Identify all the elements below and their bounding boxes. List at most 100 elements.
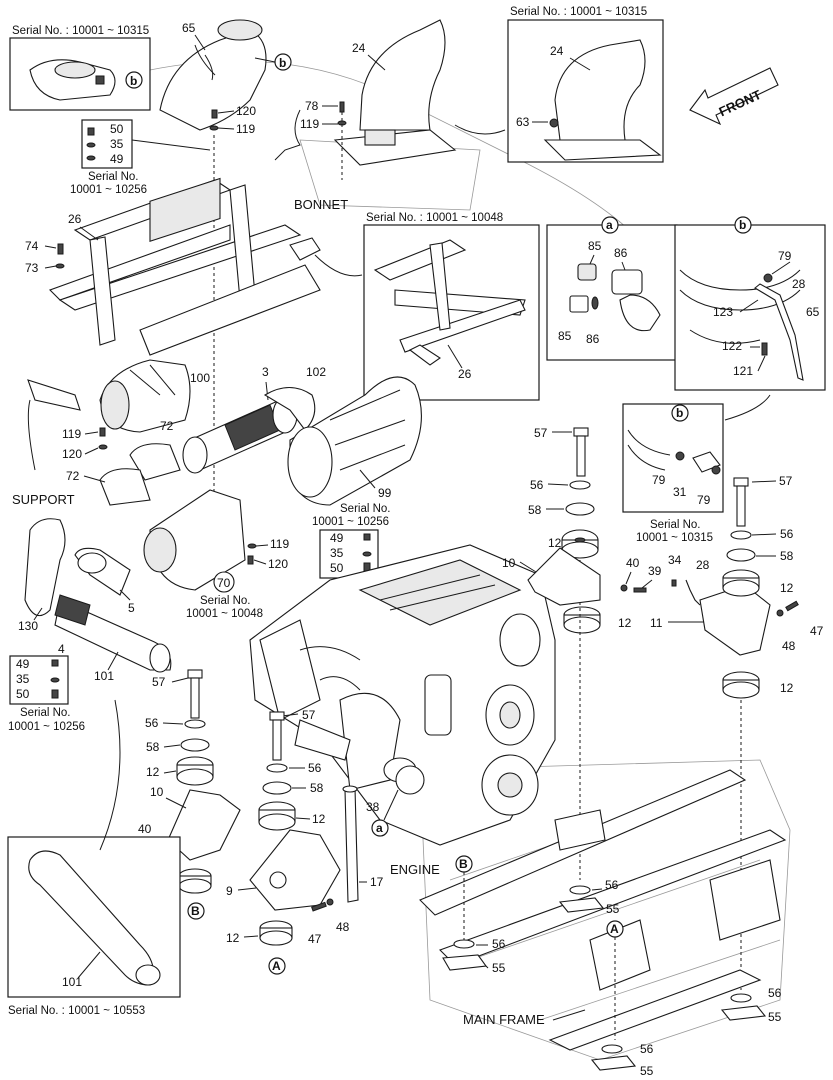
support-frame-part-26: 26 74 73 xyxy=(25,177,321,356)
part-48-label-r: 48 xyxy=(782,639,796,653)
part-56-label-f2: 56 xyxy=(605,878,619,892)
part-47-label-l: 47 xyxy=(308,932,322,946)
part-79-label-engine-2: 79 xyxy=(697,493,711,507)
part-78-label: 78 xyxy=(305,99,319,113)
detail-box-bottom-left: 101 Serial No. : 10001 ~ 10553 xyxy=(7,836,181,1017)
washer-40 xyxy=(620,584,628,592)
part-101-label-box: 101 xyxy=(62,975,82,989)
part-100-label: 100 xyxy=(190,371,210,385)
part-101-label-mid: 101 xyxy=(94,669,114,683)
part-63-label: 63 xyxy=(516,115,530,129)
part-58-label-fr: 58 xyxy=(780,549,794,563)
part-119-label-top: 119 xyxy=(300,117,319,131)
part-12-label-lo: 12 xyxy=(146,765,160,779)
part-57-label-li: 57 xyxy=(302,708,316,722)
front-arrow: FRONT xyxy=(689,67,779,126)
part-102-label: 102 xyxy=(306,365,326,379)
serial-engine-line1: Serial No. xyxy=(340,503,391,515)
part-120-label-top: 120 xyxy=(236,104,256,118)
bonnet-label: BONNET xyxy=(294,197,348,212)
part-38-label: 38 xyxy=(366,800,380,814)
detail-box-b-engine: b 79 31 79 Serial No. 10001 ~ 10315 xyxy=(622,403,724,544)
part-35-label-top: 35 xyxy=(110,137,124,151)
bracket-10-left: 10 40 39 12 B xyxy=(124,785,241,920)
part-57-label-fr: 57 xyxy=(779,474,793,488)
part-74-label: 74 xyxy=(25,239,39,253)
washer-stack-top-left: 50 35 49 Serial No. 10001 ~ 10256 xyxy=(70,119,147,196)
part-50-label-engine: 50 xyxy=(330,561,344,575)
part-50-label-left: 50 xyxy=(16,687,30,701)
part-65-label-b: 65 xyxy=(806,305,820,319)
connector-left-stack xyxy=(131,139,211,151)
part-58-label-li: 58 xyxy=(310,781,324,795)
part-4-label: 4 xyxy=(58,642,65,656)
bracket-11-right: 34 28 11 47 48 xyxy=(650,553,824,656)
svg-text:B: B xyxy=(459,857,468,871)
part-48-label-l: 48 xyxy=(336,920,350,934)
part-28-label-r: 28 xyxy=(696,558,710,572)
serial-bracket-left-1: Serial No. xyxy=(88,171,139,183)
serial-caption-top-left: Serial No. : 10001 ~ 10315 xyxy=(12,25,149,37)
part-55-label-f4: 55 xyxy=(768,1010,782,1024)
part-79-label-b: 79 xyxy=(778,249,792,263)
hose-part-17: 17 xyxy=(342,785,384,903)
connector-bonnet-right xyxy=(454,124,506,135)
part-57-label-ru: 57 xyxy=(534,426,548,440)
part-26-label-box: 26 xyxy=(458,367,472,381)
part-10-label-l: 10 xyxy=(150,785,164,799)
part-119-label-top2: 119 xyxy=(236,122,255,136)
part-12-label-ru2: 12 xyxy=(618,616,632,630)
svg-text:A: A xyxy=(610,922,619,936)
svg-text:b: b xyxy=(130,74,137,88)
part-50-label-top: 50 xyxy=(110,122,124,136)
bonnet-cover-part-24: 24 78 119 BONNET xyxy=(294,19,457,212)
serial-bracket-left-2: 10001 ~ 10256 xyxy=(70,184,147,196)
part-56-label-li: 56 xyxy=(308,761,322,775)
svg-text:B: B xyxy=(191,904,200,918)
svg-text:b: b xyxy=(739,218,746,232)
callout-a-engine xyxy=(371,819,389,837)
part-65-label: 65 xyxy=(182,21,196,35)
part-56-label-f4: 56 xyxy=(768,986,782,1000)
svg-text:A: A xyxy=(272,959,281,973)
part-55-label-f2: 55 xyxy=(606,902,620,916)
part-119-label-left: 119 xyxy=(62,427,81,441)
part-40-label-r: 40 xyxy=(626,556,640,570)
part-24-label: 24 xyxy=(352,41,366,55)
part-122-label: 122 xyxy=(722,339,742,353)
bolt-39 xyxy=(633,587,647,593)
part-58-label-lo: 58 xyxy=(146,740,160,754)
detail-box-b-right: b 79 28 123 65 122 121 xyxy=(674,216,826,391)
main-frame: MAIN FRAME xyxy=(419,769,787,1051)
serial-70-line1: Serial No. xyxy=(200,595,251,607)
washer-stack-engine: 49 35 50 Serial No. 10001 ~ 10256 xyxy=(312,503,391,579)
part-12-label-fr2: 12 xyxy=(780,681,794,695)
svg-text:a: a xyxy=(376,821,383,835)
serial-left-line2: 10001 ~ 10256 xyxy=(8,721,85,733)
part-28-label-b: 28 xyxy=(792,277,806,291)
part-123-label: 123 xyxy=(713,305,733,319)
serial-caption-bottom: Serial No. : 10001 ~ 10553 xyxy=(8,1005,145,1017)
svg-text:b: b xyxy=(279,56,286,70)
part-49-label-top: 49 xyxy=(110,152,124,166)
detail-box-top-left: Serial No. : 10001 ~ 10315 b xyxy=(9,25,151,111)
bracket-9: 9 48 47 12 A xyxy=(226,829,350,975)
part-85-label-bottom: 85 xyxy=(558,329,572,343)
exhaust-elbow-top: 65 b xyxy=(159,19,292,131)
callout-b-detail xyxy=(734,216,752,234)
detail-box-bonnet-frame: Serial No. : 10001 ~ 10048 26 xyxy=(363,212,540,401)
part-12-label-ru: 12 xyxy=(548,536,562,550)
cable-top xyxy=(274,109,301,161)
part-56-label-lo: 56 xyxy=(145,716,159,730)
part-10-label-r: 10 xyxy=(502,556,516,570)
part-39-label-r: 39 xyxy=(648,564,662,578)
part-49-label-left: 49 xyxy=(16,657,30,671)
part-31-label: 31 xyxy=(673,485,687,499)
part-12-label-9: 12 xyxy=(226,931,240,945)
serial-caption-bonnet: Serial No. : 10001 ~ 10048 xyxy=(366,212,503,224)
serial-b-line1: Serial No. xyxy=(650,519,701,531)
serial-b-line2: 10001 ~ 10315 xyxy=(636,532,713,544)
part-86-label-top: 86 xyxy=(614,246,628,260)
part-56-label-fr: 56 xyxy=(780,527,794,541)
intake-pipes: 5 4 130 101 xyxy=(18,518,172,683)
